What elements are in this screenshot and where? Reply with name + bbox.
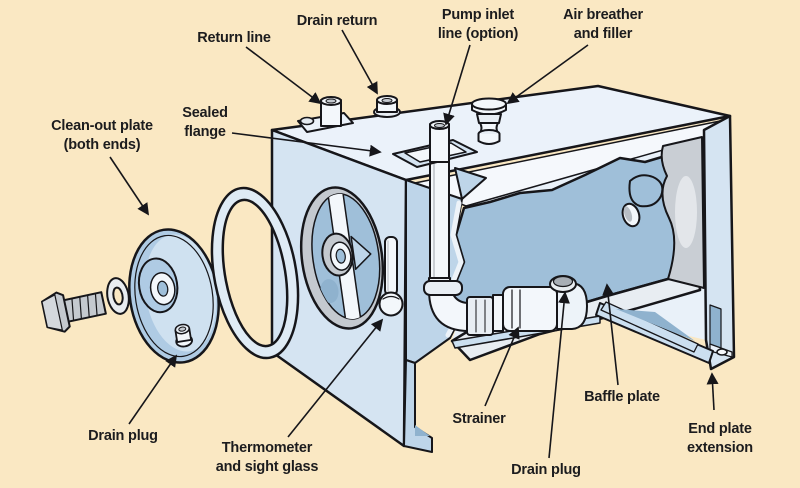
strainer-body xyxy=(502,286,558,332)
bolt-thread xyxy=(79,296,83,320)
hub-hole xyxy=(335,248,346,264)
drain-return-leader-arrow xyxy=(341,29,378,95)
breather-body xyxy=(476,113,502,124)
end-plate-highlight xyxy=(675,176,697,248)
left-foot-shadow xyxy=(415,425,430,436)
brace-gap-shadow xyxy=(616,309,695,341)
floor-drain-plug-top xyxy=(552,275,574,288)
o-ring-gasket xyxy=(210,186,300,360)
pump-inlet-bore xyxy=(434,123,445,128)
back-wall-boss xyxy=(628,174,664,208)
bolt-thread xyxy=(94,292,98,317)
thermometer-sight-glass xyxy=(378,236,404,317)
pipe-coupling-ring xyxy=(423,280,463,296)
return-flange-bolt xyxy=(299,116,315,126)
baffle-plate-leader-arrow xyxy=(602,283,619,386)
plate-drain-plug-bore xyxy=(178,326,187,332)
suction-line-assembly xyxy=(423,159,588,336)
bolt xyxy=(40,291,107,333)
clean-out-plate-part xyxy=(128,228,220,364)
bolt-head-face xyxy=(41,294,63,331)
top-fittings xyxy=(297,95,507,168)
hex-coupling xyxy=(466,296,494,336)
sealed-flange-leader-arrow xyxy=(231,132,382,157)
drain-plug-left-leader-arrow xyxy=(128,354,178,425)
sight-glass-tube xyxy=(384,236,398,296)
strainer-leader-arrow xyxy=(484,326,520,407)
plate-rim-line xyxy=(134,234,214,358)
pump-inlet-pipe xyxy=(429,159,450,293)
top-cut-notch xyxy=(454,167,487,200)
end-plate-extension-leader-arrow xyxy=(706,372,719,411)
plate-hub-hole xyxy=(157,280,169,297)
washer xyxy=(106,277,130,315)
breather-base xyxy=(477,133,501,145)
return-line-leader-arrow xyxy=(245,46,322,105)
bolt-thread xyxy=(71,297,75,322)
clean-out-opening xyxy=(299,186,385,330)
clean-out-plate-leader-arrow xyxy=(109,156,149,216)
breather-cap xyxy=(471,97,507,111)
support-brace xyxy=(600,301,699,353)
drain-plug-bottom-leader-arrow xyxy=(548,291,570,459)
air-breather-leader-arrow xyxy=(506,44,589,105)
bulb-line xyxy=(382,295,400,300)
end-face-details xyxy=(299,186,404,330)
interior-shadow xyxy=(320,279,339,304)
bolt-thread xyxy=(86,294,90,318)
back-wall-hole-shade xyxy=(623,206,633,222)
interior-bracket xyxy=(350,235,372,270)
return-pipe-bore xyxy=(325,98,337,104)
foot-channel-shadow xyxy=(709,304,722,351)
pump-inlet-line-leader-arrow xyxy=(443,44,471,126)
foot-mounting-hole xyxy=(716,348,728,356)
drain-return-bore xyxy=(381,98,393,103)
thermometer-leader-arrow xyxy=(287,318,384,438)
strainer-collar xyxy=(492,294,504,332)
exploded-assembly xyxy=(40,186,300,364)
leader-lines xyxy=(109,29,719,459)
